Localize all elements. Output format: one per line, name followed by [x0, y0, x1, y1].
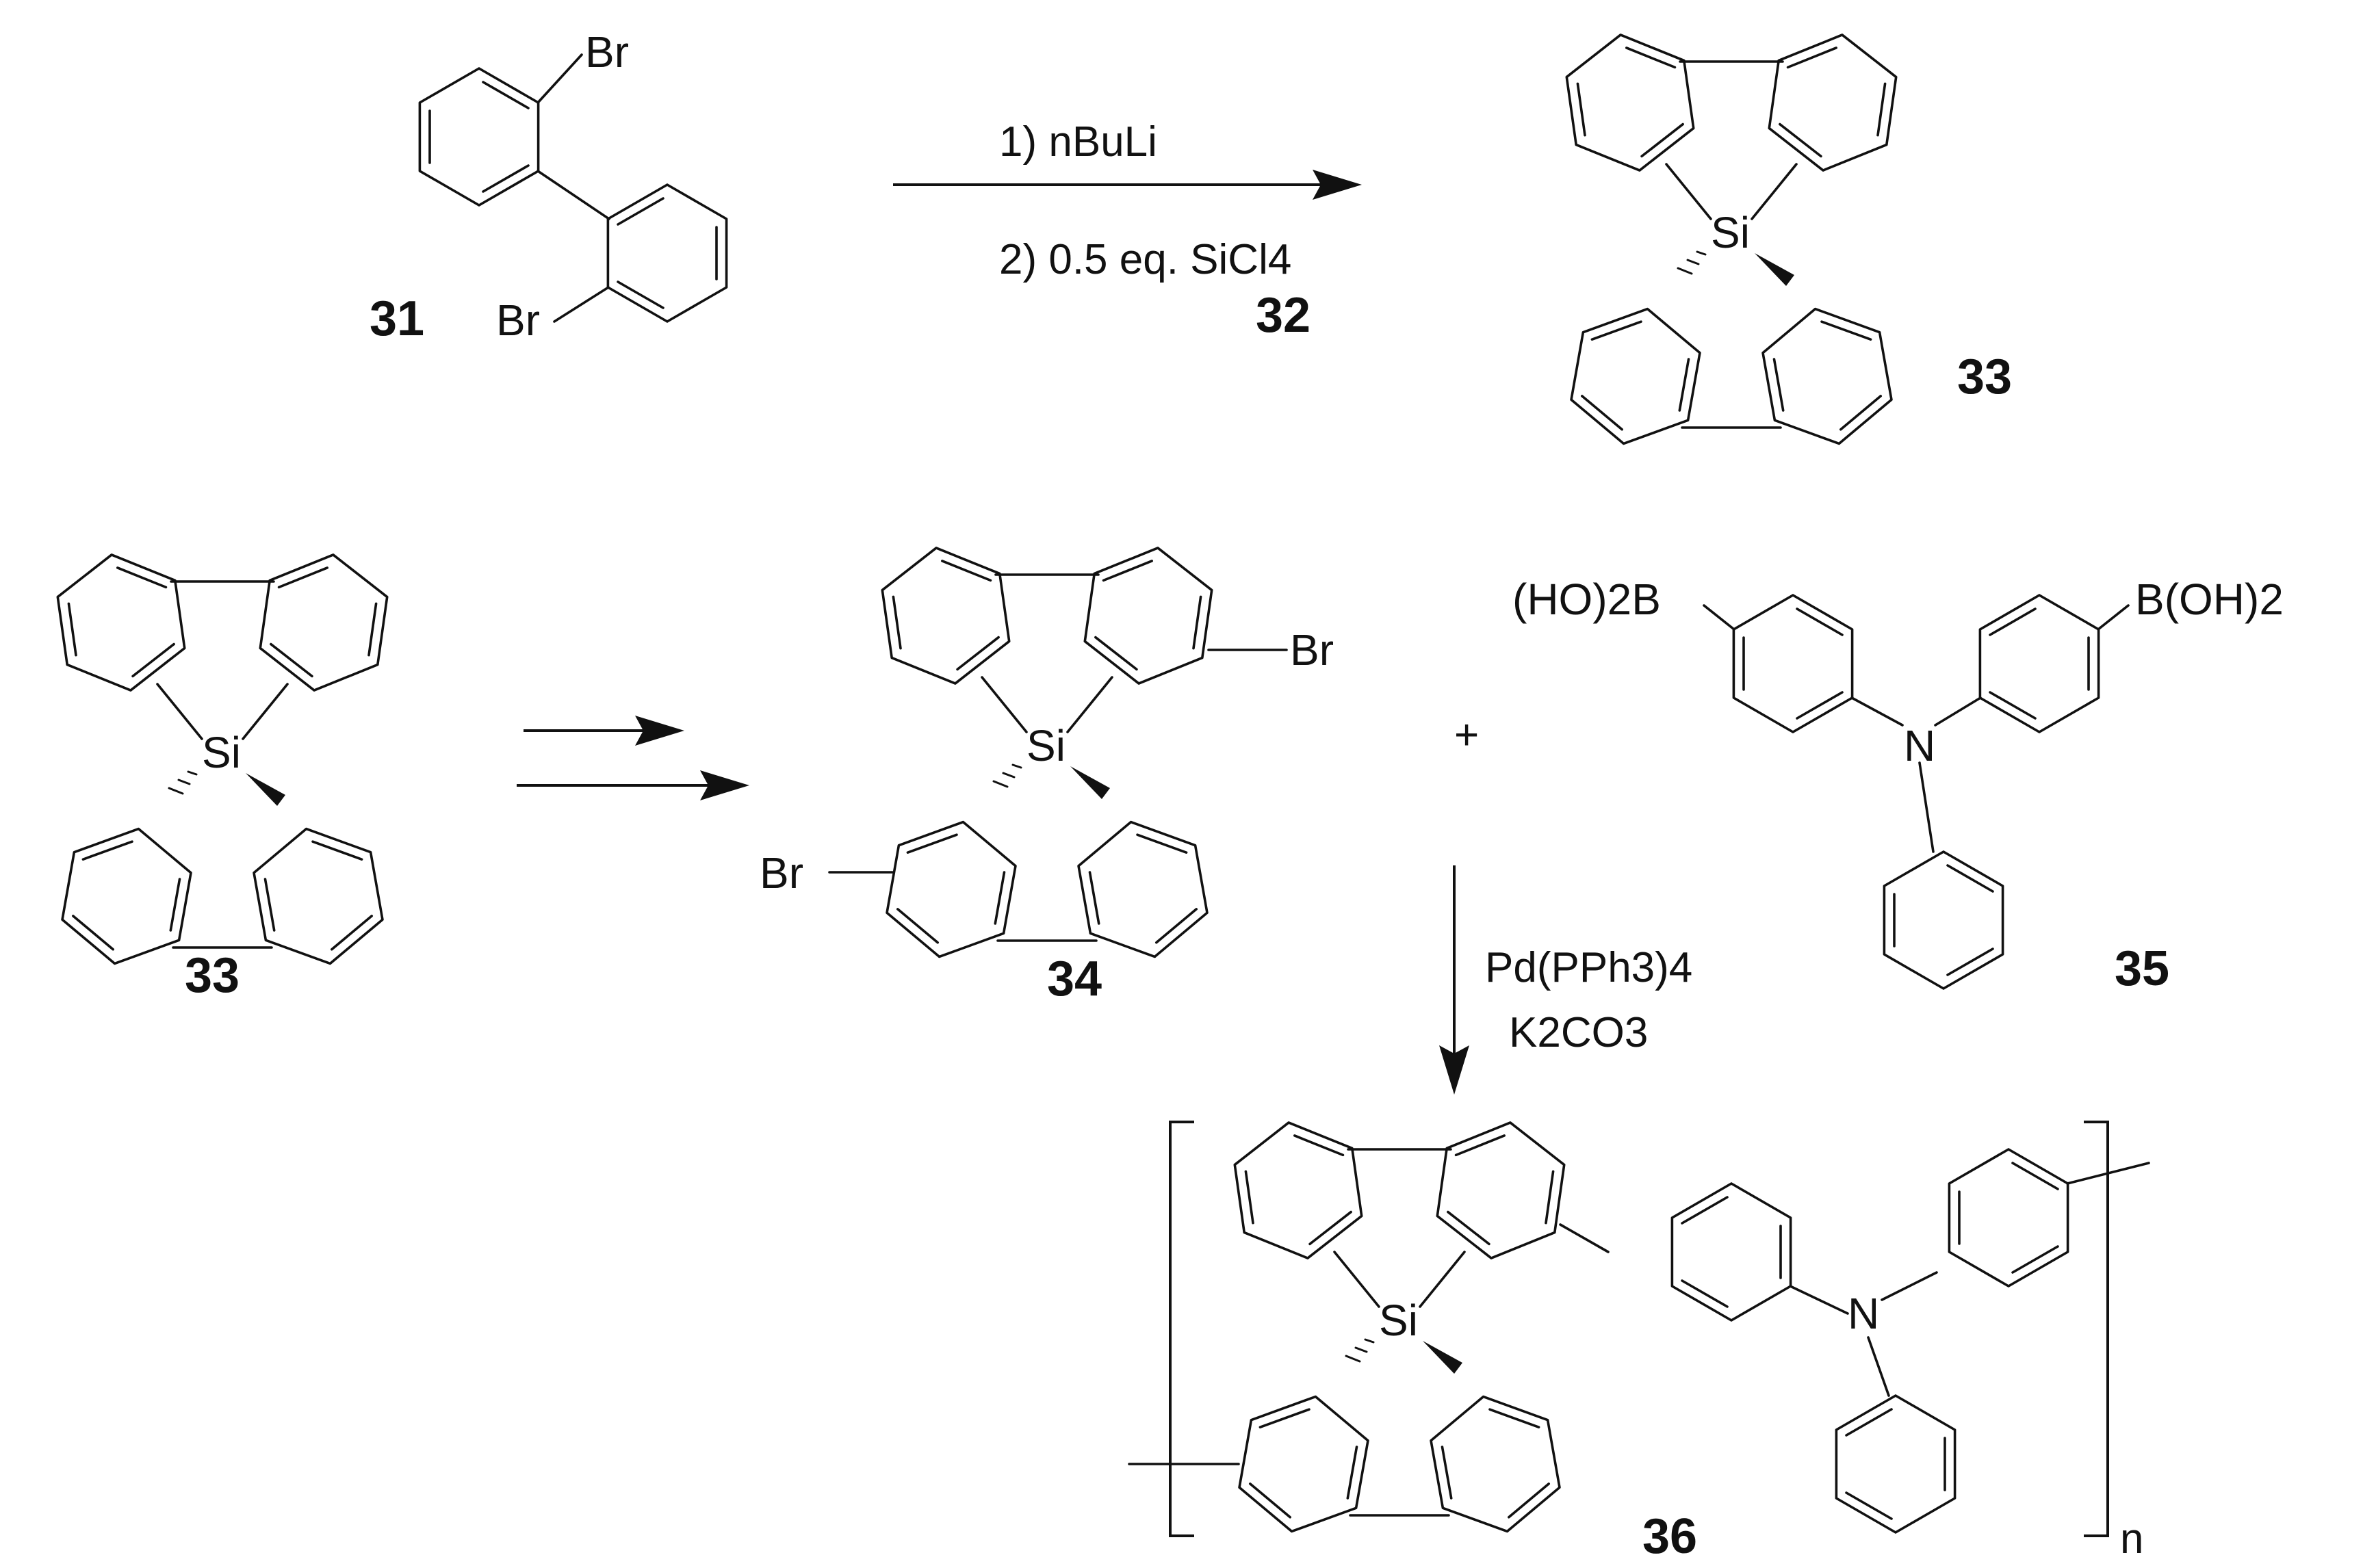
condition-base: K2CO3	[1509, 1009, 1648, 1056]
compound-33-number: 33	[185, 948, 240, 1003]
left-bracket	[1169, 1121, 1194, 1537]
compound-36-structure: Si N	[1128, 1114, 2150, 1542]
atom-si-label: Si	[1379, 1296, 1418, 1345]
compound-33-number: 33	[1957, 350, 2012, 404]
compound-35-number: 35	[2115, 941, 2169, 996]
atom-si-label: Si	[1026, 721, 1066, 770]
right-bracket	[2084, 1121, 2109, 1537]
atom-br-label: Br	[585, 27, 629, 77]
compound-34-number: 34	[1047, 952, 1102, 1006]
atom-br-label: Br	[760, 848, 803, 898]
compound-31-structure: Br Br	[418, 27, 728, 345]
atom-br-label: Br	[496, 296, 540, 345]
reaction-arrow-1	[893, 170, 1362, 200]
compound-33-structure: Si	[1562, 27, 1900, 454]
reaction-arrow-2	[1439, 865, 1469, 1095]
atom-si-label: Si	[1711, 208, 1750, 257]
atom-n-label: N	[1904, 721, 1935, 770]
atom-br-label: Br	[1290, 625, 1334, 675]
repeat-unit-n: n	[2120, 1515, 2143, 1563]
compound-35-structure: N (HO)2B B(OH)2	[1512, 575, 2284, 990]
compound-31-number: 31	[370, 291, 424, 346]
atom-n-label: N	[1848, 1289, 1879, 1338]
condition-step-1: 1) nBuLi	[999, 118, 1157, 166]
atom-si-label: Si	[202, 728, 241, 777]
condition-step-2: 2) 0.5 eq. SiCl4	[999, 236, 1291, 283]
compound-33-structure: Si	[53, 547, 391, 974]
boronic-acid-right: B(OH)2	[2135, 575, 2284, 624]
multistep-arrow	[517, 716, 749, 800]
compound-34-structure: Br Br Si	[760, 540, 1334, 967]
plus-sign: +	[1454, 711, 1479, 759]
compound-36-number: 36	[1642, 1509, 1697, 1564]
compound-32-number: 32	[1256, 288, 1310, 343]
condition-catalyst: Pd(PPh3)4	[1485, 944, 1692, 991]
boronic-acid-left: (HO)2B	[1512, 575, 1661, 624]
